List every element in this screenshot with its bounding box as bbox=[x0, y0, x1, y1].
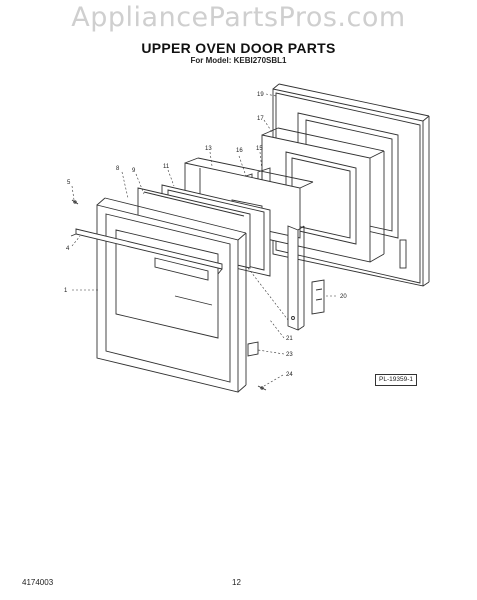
callout-23: 23 bbox=[286, 352, 293, 358]
callout-11: 11 bbox=[163, 164, 170, 170]
callout-13: 13 bbox=[205, 146, 212, 152]
watermark: AppliancePartsPros.com bbox=[71, 2, 406, 33]
part-23-bracket bbox=[247, 341, 259, 357]
footer-code: 4174003 bbox=[22, 578, 54, 587]
callout-20: 20 bbox=[340, 294, 347, 300]
callout-4: 4 bbox=[66, 246, 70, 252]
callout-1: 1 bbox=[64, 288, 68, 294]
leader-lines bbox=[71, 93, 336, 387]
callout-16: 16 bbox=[236, 148, 243, 154]
part-24-screw bbox=[257, 385, 267, 391]
callout-24: 24 bbox=[286, 372, 293, 378]
page-title: UPPER OVEN DOOR PARTS bbox=[141, 40, 336, 56]
callout-5: 5 bbox=[67, 180, 71, 186]
part-21-side-channel bbox=[287, 225, 305, 331]
part-4-door-handle bbox=[70, 228, 223, 275]
page-number: 12 bbox=[232, 578, 241, 587]
callout-19: 19 bbox=[257, 92, 264, 98]
model-subtitle: For Model: KEBI270SBL1 bbox=[190, 56, 287, 65]
part-5-screw bbox=[71, 199, 79, 205]
callout-9: 9 bbox=[132, 168, 136, 174]
callout-21: 21 bbox=[286, 336, 293, 342]
part-1-outer-door-front bbox=[96, 197, 247, 393]
callout-8: 8 bbox=[116, 166, 120, 172]
reference-code: PL-19359-1 bbox=[375, 374, 417, 386]
callout-15: 15 bbox=[256, 146, 263, 152]
part-20-clip bbox=[311, 279, 325, 315]
callout-17: 17 bbox=[257, 116, 264, 122]
callout-numbers: 19 17 16 15 13 11 9 8 5 4 1 20 21 23 24 bbox=[64, 92, 347, 378]
